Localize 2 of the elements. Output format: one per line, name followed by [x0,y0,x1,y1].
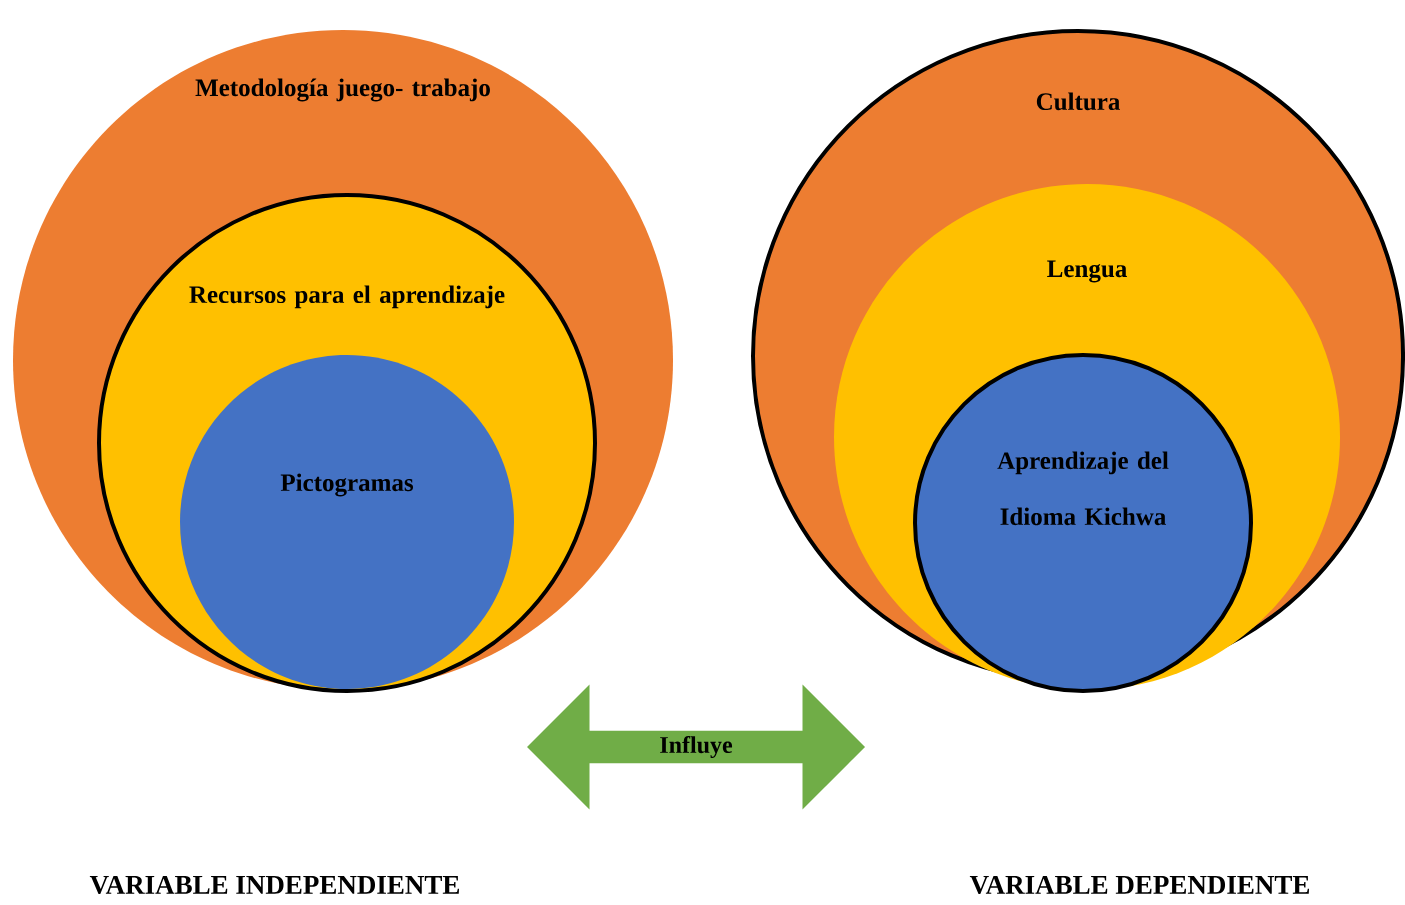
variable-label: VARIABLE DEPENDIENTE [969,875,1309,895]
variable-label: VARIABLE INDEPENDIENTE [89,875,459,895]
